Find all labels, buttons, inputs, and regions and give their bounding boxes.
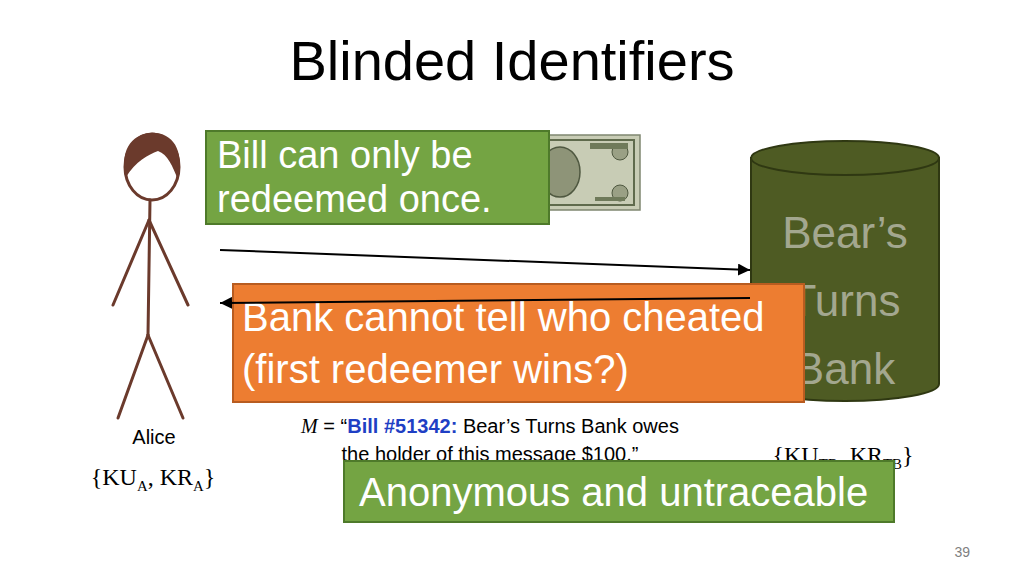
message-symbol: M xyxy=(301,415,318,437)
callout-box: Bill can only be redeemed once. xyxy=(205,130,550,225)
page-number: 39 xyxy=(920,543,970,561)
banknote-corner xyxy=(612,185,628,201)
figure-hair xyxy=(124,133,180,180)
banknote-corner xyxy=(612,144,628,160)
figure-limb xyxy=(113,220,149,305)
warning-box: Bank cannot tell who cheated (first rede… xyxy=(232,283,805,403)
banknote-serial xyxy=(595,197,625,201)
key-pair: {KU xyxy=(91,464,137,490)
page-number: 39 xyxy=(954,544,970,560)
key-subscript: A xyxy=(193,478,204,494)
figure-limb xyxy=(118,335,148,418)
key-pair: } xyxy=(204,464,216,490)
bill-number: Bill #51342: xyxy=(347,415,457,437)
message-text: = “ xyxy=(323,415,347,437)
banknote-serial xyxy=(590,143,628,149)
figure-limb xyxy=(148,335,183,418)
node-text: Bill can only be redeemed once. xyxy=(217,134,538,221)
cylinder-top xyxy=(751,141,939,175)
arrow-connector xyxy=(220,250,750,270)
person-name: Alice xyxy=(88,425,220,449)
key-subscript: A xyxy=(137,478,148,494)
person-figure: Alice xyxy=(88,125,220,455)
key-pair: {KUA, KRA} xyxy=(78,462,228,501)
node-text: Bank cannot tell who cheated (first rede… xyxy=(242,291,795,395)
slide-title: Blinded Identifiers xyxy=(0,26,1024,96)
stick-figure xyxy=(88,125,220,455)
node-text: Anonymous and untraceable xyxy=(359,466,879,518)
key-pair: } xyxy=(902,442,914,468)
figure-limb xyxy=(149,220,188,305)
callout-box: Anonymous and untraceable xyxy=(343,460,895,523)
key-pair: , KR xyxy=(148,464,193,490)
